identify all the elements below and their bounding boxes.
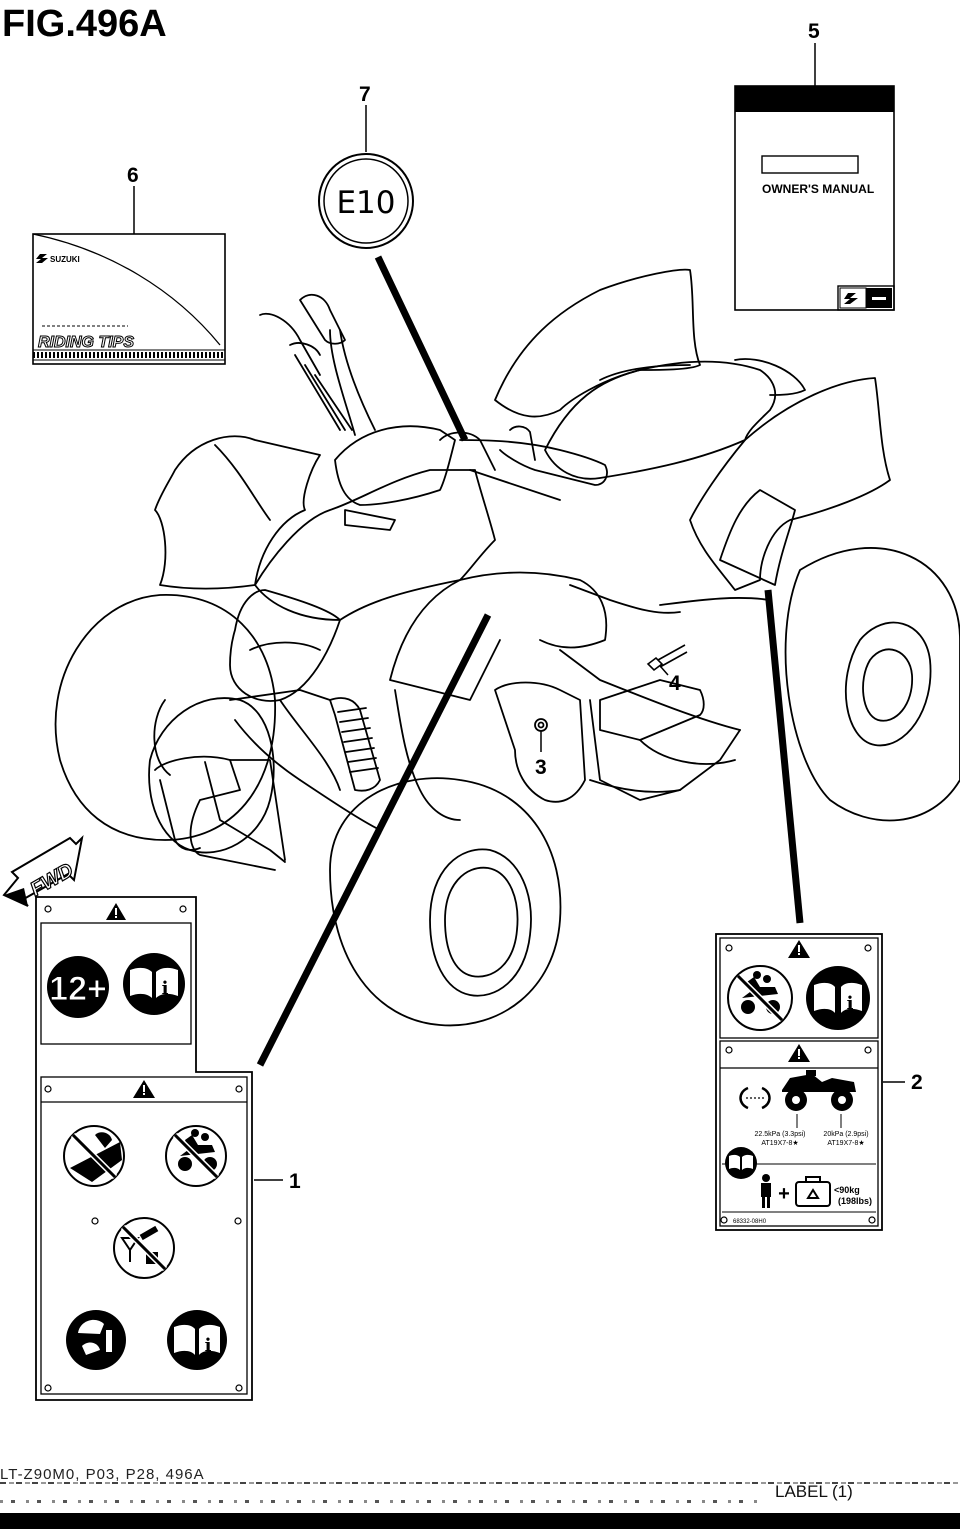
callout-1: 1 [289,1170,301,1193]
wear-helmet-icon [66,1310,126,1370]
plus-sign: + [778,1183,790,1205]
svg-text:i: i [847,993,854,1014]
footer-code: LT-Z90M0, P03, P28, 496A [0,1466,205,1483]
callout-7: 7 [359,83,371,106]
age-12-plus-icon: 12+ [47,956,109,1018]
callout-5: 5 [808,20,820,43]
svg-text:i: i [162,978,169,999]
callout-2: 2 [911,1071,923,1094]
grommet-part-3 [534,718,548,732]
front-tire-pressure: 22.5kPa (3.3psi) [755,1131,806,1138]
no-alcohol-drugs-icon [113,1217,175,1279]
footer-page-label: LABEL (1) [775,1482,853,1501]
fwd-arrow-icon: FWD [2,834,84,907]
callout-4: 4 [669,672,681,695]
read-manual-icon: i [806,966,870,1030]
leader-lines [133,43,905,1181]
figure-title: FIG.496A [2,3,167,45]
footer-rule-lower [0,1500,760,1503]
rear-tire-pressure: 20kPa (2.9psi) [823,1131,868,1138]
footer-rule [0,1482,960,1484]
callout-6: 6 [127,164,139,187]
no-passenger-icon [165,1125,227,1187]
load-limit-lbs: (198lbs) [838,1196,872,1206]
warning-triangle-icon [106,903,126,920]
warning-triangle-icon [788,940,810,958]
svg-text:i: i [205,1335,212,1356]
warning-label-part-1: 12+ i [35,896,253,1401]
fuel-label-text: E10 [336,185,395,221]
footer-strip [0,1513,960,1529]
riding-tips-brand: SUZUKI [50,255,80,264]
suzuki-logo-icon [36,254,48,263]
callout-3: 3 [535,756,547,779]
rider-icon [761,1174,771,1208]
fuel-e10-label: E10 [318,153,414,249]
rear-tire-size: AT19X7-8★ [827,1139,864,1147]
age-badge-text: 12+ [49,970,107,1008]
warning-label-part-2: i 22.5kPa (3.3psi) AT19X7-8★ 20kPa (2.9p… [715,933,883,1231]
label-part-number: 68332-08H0 [733,1219,767,1225]
owners-manual-title: OWNER'S MANUAL [762,182,874,196]
warning-triangle-icon [133,1080,155,1098]
riding-tips-part-6: SUZUKI RIDING TIPS [32,233,226,365]
no-passenger-icon [727,965,793,1031]
owners-manual-part-5: OWNER'S MANUAL [734,85,895,311]
read-manual-icon: i [167,1310,227,1370]
read-manual-icon [725,1147,757,1179]
read-manual-icon: i [123,953,185,1015]
suzuki-logo-icon [839,287,867,309]
load-limit: <90kg [834,1185,860,1195]
warning-triangle-icon [788,1044,810,1062]
atv-icon [782,1070,856,1111]
cargo-icon [795,1176,831,1207]
no-paved-road-icon [63,1125,125,1187]
rivet-part-4 [646,644,688,672]
front-tire-size: AT19X7-8★ [761,1139,798,1147]
tire-pressure-icon [739,1086,771,1110]
riding-tips-title: RIDING TIPS [38,334,134,351]
